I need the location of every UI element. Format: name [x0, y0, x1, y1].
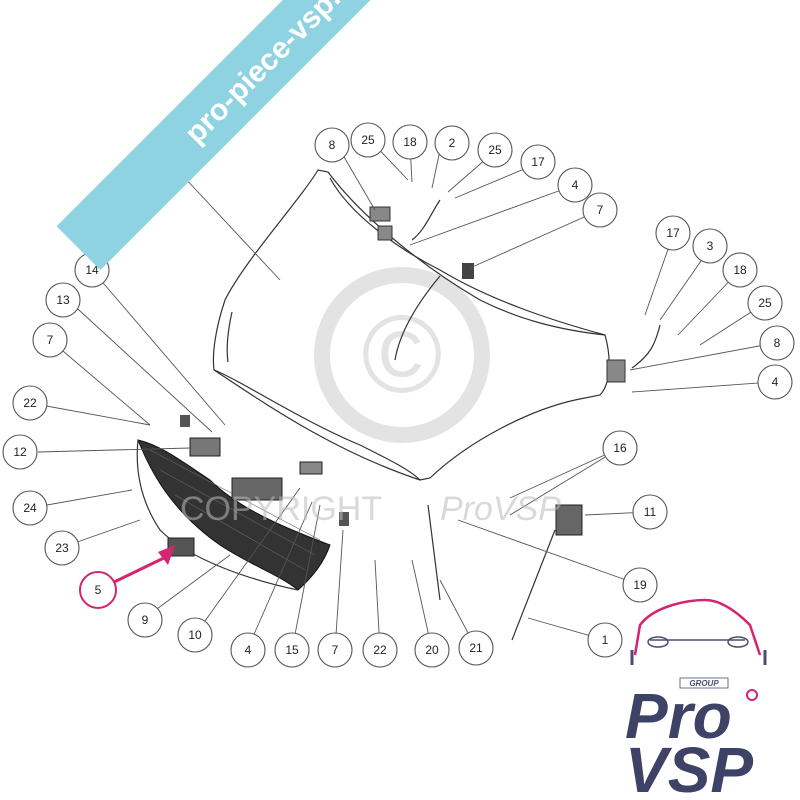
callout-5: 5 — [79, 571, 117, 609]
svg-text:16: 16 — [613, 441, 627, 455]
callout-7-top: 7 — [582, 192, 618, 228]
callout-13: 13 — [45, 282, 81, 318]
callout-7-bottom: 7 — [317, 632, 353, 668]
callout-18-top: 18 — [392, 124, 428, 160]
hood-panel — [212, 169, 610, 481]
svg-text:17: 17 — [666, 226, 680, 240]
callout-4-top: 4 — [557, 167, 593, 203]
svg-text:18: 18 — [733, 263, 747, 277]
svg-text:10: 10 — [188, 628, 202, 642]
svg-text:4: 4 — [772, 375, 779, 389]
grille-brackets — [167, 437, 583, 557]
callout-25-left: 25 — [350, 122, 386, 158]
callout-23: 23 — [44, 530, 80, 566]
svg-text:19: 19 — [633, 578, 647, 592]
callout-12: 12 — [2, 434, 38, 470]
logo-car-outline — [633, 598, 762, 656]
callout-7-left: 7 — [32, 322, 68, 358]
callout-22-bottom: 22 — [362, 632, 398, 668]
callout-17-top: 17 — [520, 144, 556, 180]
svg-text:22: 22 — [23, 396, 37, 410]
svg-text:18: 18 — [403, 135, 417, 149]
bump-stop — [462, 263, 474, 279]
svg-text:8: 8 — [774, 336, 781, 350]
svg-text:23: 23 — [55, 541, 69, 555]
logo-group-text: GROUP — [689, 679, 719, 688]
callout-25-mid: 25 — [477, 132, 513, 168]
svg-text:15: 15 — [285, 643, 299, 657]
callout-10: 10 — [177, 617, 213, 653]
svg-text:COPYRIGHT: COPYRIGHT — [180, 490, 382, 528]
svg-text:14: 14 — [85, 263, 99, 277]
callout-22-left: 22 — [12, 385, 48, 421]
svg-text:25: 25 — [488, 143, 502, 157]
hood-hinge-left — [369, 199, 441, 241]
hood-hinge-right — [606, 324, 661, 383]
svg-text:5: 5 — [95, 583, 102, 597]
svg-text:4: 4 — [245, 643, 252, 657]
copyright-symbol: © — [361, 293, 442, 416]
svg-text:25: 25 — [361, 133, 375, 147]
callout-15: 15 — [274, 632, 310, 668]
callout-25-right: 25 — [747, 285, 783, 321]
copyright-text-watermark: COPYRIGHT ProVSP — [180, 490, 561, 528]
svg-text:1: 1 — [602, 633, 609, 647]
callout-16: 16 — [602, 430, 638, 466]
callout-3: 3 — [692, 228, 728, 264]
callout-19: 19 — [622, 567, 658, 603]
callout-2: 2 — [434, 125, 470, 161]
copyright-watermark: © — [314, 267, 490, 443]
prop-rod — [427, 504, 441, 601]
svg-text:7: 7 — [47, 333, 54, 347]
callout-11: 11 — [632, 494, 668, 530]
svg-text:11: 11 — [644, 505, 657, 519]
svg-text:22: 22 — [373, 643, 387, 657]
callout-4-right: 4 — [757, 364, 793, 400]
callout-1: 1 — [587, 622, 623, 658]
callout-17-right: 17 — [655, 215, 691, 251]
callout-20: 20 — [414, 632, 450, 668]
svg-text:20: 20 — [425, 643, 439, 657]
svg-text:21: 21 — [469, 641, 483, 655]
part-5-arrow-head — [158, 545, 175, 565]
svg-text:13: 13 — [56, 293, 70, 307]
svg-text:24: 24 — [23, 501, 37, 515]
svg-text:2: 2 — [449, 136, 456, 150]
callout-8-top: 8 — [314, 127, 350, 163]
provsp-logo: GROUP Pro VSP — [625, 598, 767, 800]
callout-9: 9 — [127, 602, 163, 638]
callout-21: 21 — [458, 630, 494, 666]
svg-text:4: 4 — [572, 178, 579, 192]
callout-8-right: 8 — [759, 325, 795, 361]
logo-vsp-text: VSP — [625, 734, 753, 800]
svg-text:7: 7 — [332, 643, 339, 657]
svg-text:9: 9 — [142, 613, 149, 627]
svg-text:8: 8 — [329, 138, 336, 152]
svg-text:25: 25 — [758, 296, 772, 310]
bump-stop-lower — [339, 512, 349, 526]
logo-pro-text: Pro — [625, 680, 732, 752]
svg-text:3: 3 — [707, 239, 714, 253]
svg-text:12: 12 — [13, 445, 27, 459]
svg-text:ProVSP: ProVSP — [440, 490, 561, 528]
banner-stripe — [56, 0, 511, 271]
part-5-pointer-arrow — [107, 553, 171, 587]
callout-18-right: 18 — [722, 252, 758, 288]
svg-text:7: 7 — [597, 203, 604, 217]
logo-dot-icon — [746, 689, 758, 701]
callout-4-bottom: 4 — [230, 632, 266, 668]
svg-text:17: 17 — [531, 155, 545, 169]
bump-stop-upper — [180, 415, 190, 427]
callout-24: 24 — [12, 490, 48, 526]
release-cable — [511, 529, 556, 641]
